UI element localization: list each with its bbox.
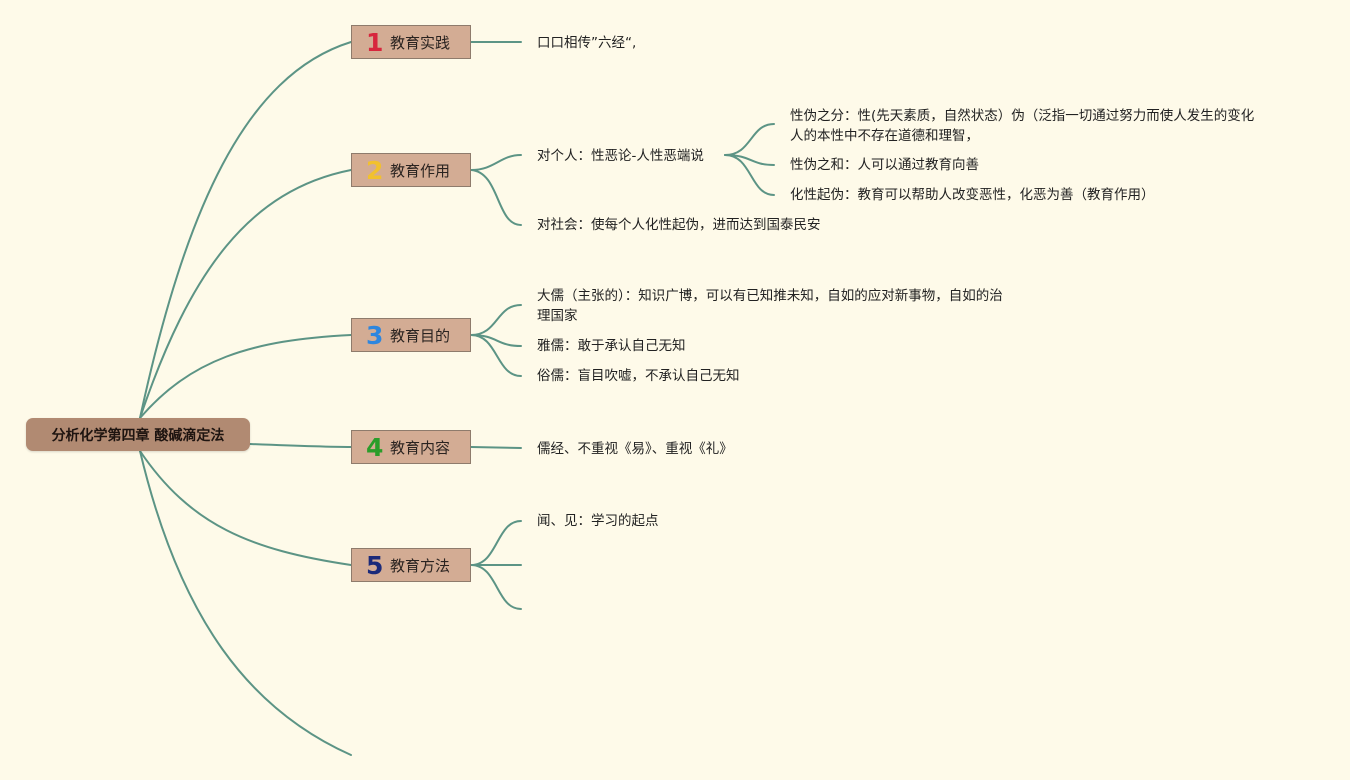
leaf-effect-personal-a[interactable]: 性伪之分：性(先天素质，自然状态）伪（泛指一切通过努力而使人发生的变化 人的本性… <box>788 106 1257 146</box>
branch-education-method[interactable]: 5 教育方法 <box>351 548 471 582</box>
connector-branch-4-leaf <box>470 446 522 449</box>
leaf-goal-1[interactable]: 大儒（主张的）：知识广博，可以有已知推未知，自如的应对新事物，自如的治 理国家 <box>535 286 1005 326</box>
connector-branch-5-leaf-1 <box>470 520 522 566</box>
leaf-effect-personal-b[interactable]: 性伪之和：人可以通过教育向善 <box>788 155 981 175</box>
leaf-goal-3[interactable]: 俗儒：盲目吹嘘，不承认自己无知 <box>535 366 742 386</box>
central-topic[interactable]: 分析化学第四章 酸碱滴定法 <box>26 418 250 451</box>
branch-education-goal[interactable]: 3 教育目的 <box>351 318 471 352</box>
branch-label: 教育内容 <box>390 438 451 457</box>
leaf-method-1[interactable]: 闻、见：学习的起点 <box>535 511 661 531</box>
number-5-icon: 5 <box>366 550 384 580</box>
number-2-icon: 2 <box>366 155 384 185</box>
connector-central-branch-3 <box>139 334 352 419</box>
leaf-effect-personal[interactable]: 对个人：性恶论-人性恶端说 <box>535 146 706 166</box>
connector-central-branch-6 <box>139 450 352 756</box>
leaf-goal-2[interactable]: 雅儒：敢于承认自己无知 <box>535 336 688 356</box>
connector-central-branch-5 <box>139 450 352 566</box>
connector-branch-2-society <box>470 169 522 226</box>
connector-branch-3-goal-3 <box>470 334 522 377</box>
leaf-practice-1[interactable]: 口口相传”六经“, <box>535 33 639 53</box>
leaf-effect-society[interactable]: 对社会：使每个人化性起伪，进而达到国泰民安 <box>535 215 823 235</box>
connector-central-branch-2 <box>139 169 352 419</box>
branch-label: 教育作用 <box>390 161 451 180</box>
connector-central-branch-1 <box>139 41 352 419</box>
leaf-content-1[interactable]: 儒经、不重视《易》、重视《礼》 <box>535 439 735 459</box>
branch-education-effect[interactable]: 2 教育作用 <box>351 153 471 187</box>
branch-label: 教育方法 <box>390 556 451 575</box>
connector-personal-c <box>724 154 775 196</box>
leaf-effect-personal-c[interactable]: 化性起伪：教育可以帮助人改变恶性，化恶为善（教育作用） <box>788 185 1157 205</box>
branch-label: 教育目的 <box>390 326 451 345</box>
branch-education-content[interactable]: 4 教育内容 <box>351 430 471 464</box>
branch-education-practice[interactable]: 1 教育实践 <box>351 25 471 59</box>
number-1-icon: 1 <box>366 27 384 57</box>
number-3-icon: 3 <box>366 320 384 350</box>
connector-branch-3-goal-1 <box>470 304 522 336</box>
number-4-icon: 4 <box>366 432 384 462</box>
connector-personal-a <box>724 123 775 156</box>
connector-branch-2-personal <box>470 154 522 171</box>
connector-central-branch-4 <box>249 443 352 448</box>
branch-label: 教育实践 <box>390 33 451 52</box>
connector-branch-5-leaf-3 <box>470 564 522 610</box>
central-topic-label: 分析化学第四章 酸碱滴定法 <box>51 427 225 444</box>
